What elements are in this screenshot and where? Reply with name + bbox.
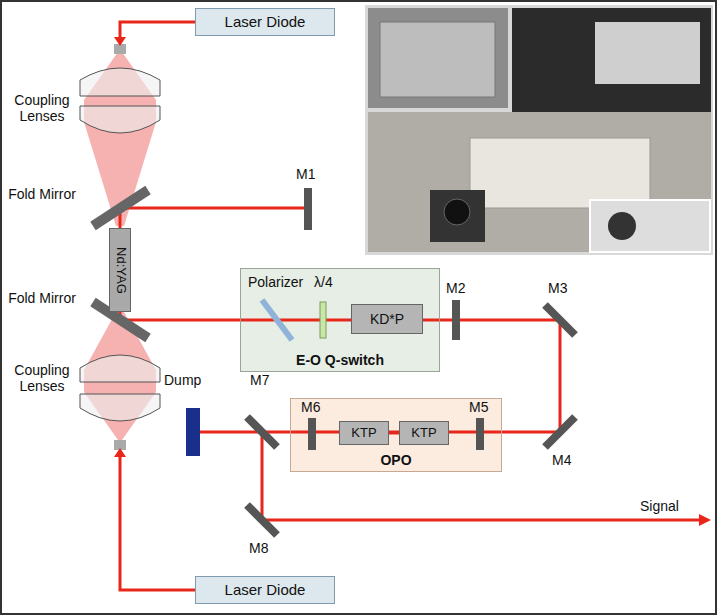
- fold-mirror: [93, 190, 148, 226]
- pump-line: [120, 22, 195, 38]
- lens: [80, 68, 160, 96]
- mirror: [545, 417, 575, 447]
- part-label: Dump: [164, 372, 201, 388]
- photo-housing: [595, 22, 700, 84]
- beam-connector: [389, 433, 399, 434]
- part-name: Nd:YAG: [113, 247, 128, 294]
- part-label: Fold Mirror: [6, 290, 78, 306]
- callout-number: M8: [249, 540, 268, 556]
- arrow-head: [699, 514, 711, 526]
- beam-line: [389, 432, 399, 435]
- mirror: [247, 505, 277, 535]
- callout-number: M5: [469, 399, 488, 415]
- part-label: Fold Mirror: [6, 186, 78, 202]
- photo-housing: [380, 22, 495, 97]
- callout-number: M1: [296, 166, 315, 182]
- photo-mount: [430, 190, 485, 242]
- callout-number: M4: [552, 452, 571, 468]
- mirror: [452, 300, 460, 340]
- photo-inset: [365, 5, 713, 255]
- panel-fill: [290, 398, 502, 472]
- part-name: Laser Diode: [225, 13, 306, 30]
- crystal-box: KTP: [339, 421, 389, 445]
- mirror: [247, 417, 277, 447]
- part-name: Laser Diode: [225, 581, 306, 598]
- photo: [590, 200, 710, 252]
- group-title: OPO: [291, 452, 501, 468]
- photo-housing: [470, 138, 650, 208]
- part-label: Polarizer: [248, 274, 303, 290]
- arrow-head: [114, 37, 126, 46]
- photo-fan: [608, 212, 636, 240]
- part-name: KD*P: [370, 311, 404, 327]
- arrow-head: [114, 448, 126, 457]
- laser-diode-box: Laser Diode: [195, 576, 335, 604]
- photo: [368, 8, 508, 108]
- beam-dump: [186, 408, 200, 456]
- mirror: [308, 418, 316, 450]
- group-title: E-O Q-switch: [241, 352, 439, 368]
- callout-number: M3: [548, 280, 567, 296]
- part-label: Coupling Lenses: [6, 362, 78, 394]
- callout-number: M2: [446, 280, 465, 296]
- signal-name: Signal: [640, 498, 679, 514]
- photo-ground: [365, 5, 713, 255]
- part-label: λ/4: [314, 274, 333, 290]
- pump-line: [120, 456, 195, 590]
- waveplate: [320, 302, 326, 338]
- laser-beam: [120, 22, 700, 590]
- mirror: [545, 305, 575, 335]
- part-name: KTP: [351, 426, 376, 441]
- callout-number: M7: [250, 372, 269, 388]
- lens: [80, 394, 160, 421]
- lens: [80, 355, 160, 382]
- crystal-box: KTP: [399, 421, 449, 445]
- gain-crystal: Nd:YAG: [109, 228, 131, 312]
- part-label: Coupling Lenses: [6, 92, 78, 124]
- callout-number: M6: [301, 399, 320, 415]
- photo: [368, 112, 711, 252]
- crystal-box: KD*P: [351, 304, 423, 334]
- mirror: [304, 188, 312, 230]
- photo-optic: [444, 199, 470, 225]
- polarizer-plate: [262, 300, 292, 340]
- laser-beam: [120, 207, 304, 210]
- part-name: KTP: [411, 426, 436, 441]
- lens: [80, 106, 160, 133]
- mirror: [476, 418, 484, 450]
- laser-diode-box: Laser Diode: [195, 8, 335, 36]
